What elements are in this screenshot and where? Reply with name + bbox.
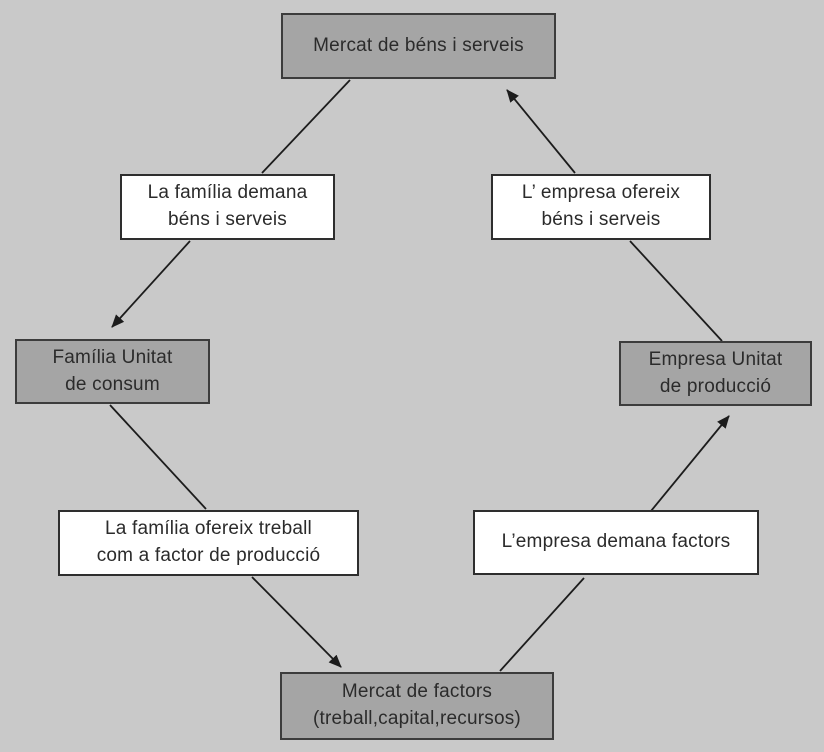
line-familiaunitat-to-familiaofereix bbox=[109, 404, 207, 510]
line-mercatfactors-to-empresademana bbox=[499, 577, 585, 672]
arrow-familiaofereix-to-mercatfactors bbox=[251, 576, 342, 668]
line-empresaunitat-to-empresaofereix bbox=[629, 240, 723, 342]
line-mercatbens-to-familiademana bbox=[261, 79, 351, 174]
label-empresa-ofereix-bens-i-serveis: L’ empresa ofereix béns i serveis bbox=[491, 174, 711, 240]
label-empresa-demana-factors: L’empresa demana factors bbox=[473, 510, 759, 575]
node-empresa-unitat-de-produccio: Empresa Unitat de producció bbox=[619, 341, 812, 406]
label-familia-demana-bens-i-serveis: La família demana béns i serveis bbox=[120, 174, 335, 240]
node-mercat-de-bens-i-serveis: Mercat de béns i serveis bbox=[281, 13, 556, 79]
arrow-empresaofereix-to-mercatbens bbox=[506, 89, 576, 174]
node-mercat-de-factors: Mercat de factors (treball,capital,recur… bbox=[280, 672, 554, 740]
arrow-familiademana-to-familiaunitat bbox=[111, 240, 191, 328]
node-familia-unitat-de-consum: Família Unitat de consum bbox=[15, 339, 210, 404]
label-familia-ofereix-treball: La família ofereix treball com a factor … bbox=[58, 510, 359, 576]
arrow-empresademana-to-empresaunitat bbox=[650, 415, 730, 512]
